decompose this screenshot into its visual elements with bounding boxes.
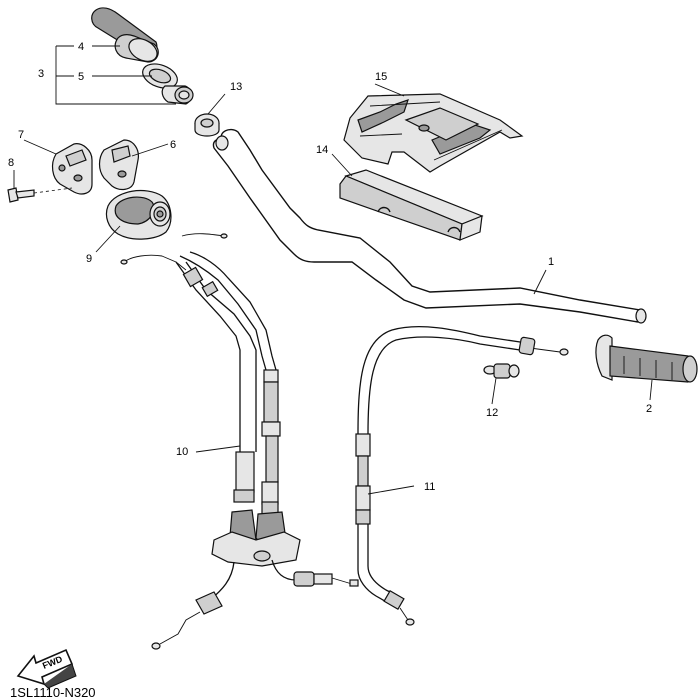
grip-end-tube[interactable] — [161, 85, 194, 105]
callout-6: 6 — [170, 139, 176, 151]
callout-4: 4 — [78, 41, 84, 53]
callout-9: 9 — [86, 253, 92, 265]
cable-adjuster[interactable] — [483, 363, 520, 379]
screw[interactable] — [7, 187, 73, 203]
collar-ring[interactable] — [194, 113, 220, 137]
handlebar-pad-cover[interactable] — [343, 93, 524, 173]
switch-housing-right[interactable] — [98, 139, 139, 191]
callout-10: 10 — [176, 446, 188, 458]
handlebar-pad[interactable] — [339, 169, 484, 241]
clutch-cable[interactable] — [355, 325, 569, 626]
callout-14: 14 — [316, 144, 328, 156]
callout-3: 3 — [38, 68, 44, 80]
callout-7: 7 — [18, 129, 24, 141]
callout-2: 2 — [646, 403, 652, 415]
callout-8: 8 — [8, 157, 14, 169]
forward-arrow-icon: FWD — [16, 648, 77, 689]
throttle-housing[interactable] — [105, 189, 172, 240]
left-grip[interactable] — [91, 7, 161, 66]
callout-5: 5 — [78, 71, 84, 83]
right-grip[interactable] — [595, 334, 698, 383]
handlebar[interactable] — [212, 128, 647, 324]
switch-housing-left[interactable] — [51, 143, 93, 195]
callout-labels: 1 2 3 4 5 6 7 8 9 10 11 12 13 14 15 — [8, 41, 652, 493]
callout-12: 12 — [486, 407, 498, 419]
diagram-code: 1SL1110-N320 — [10, 685, 96, 700]
grip-collar[interactable] — [139, 60, 180, 93]
callout-1: 1 — [548, 256, 554, 268]
callout-11: 11 — [424, 481, 435, 493]
throttle-cable[interactable] — [120, 233, 359, 650]
callout-13: 13 — [230, 81, 242, 93]
callout-leaders — [13, 45, 653, 495]
callout-15: 15 — [375, 71, 387, 83]
